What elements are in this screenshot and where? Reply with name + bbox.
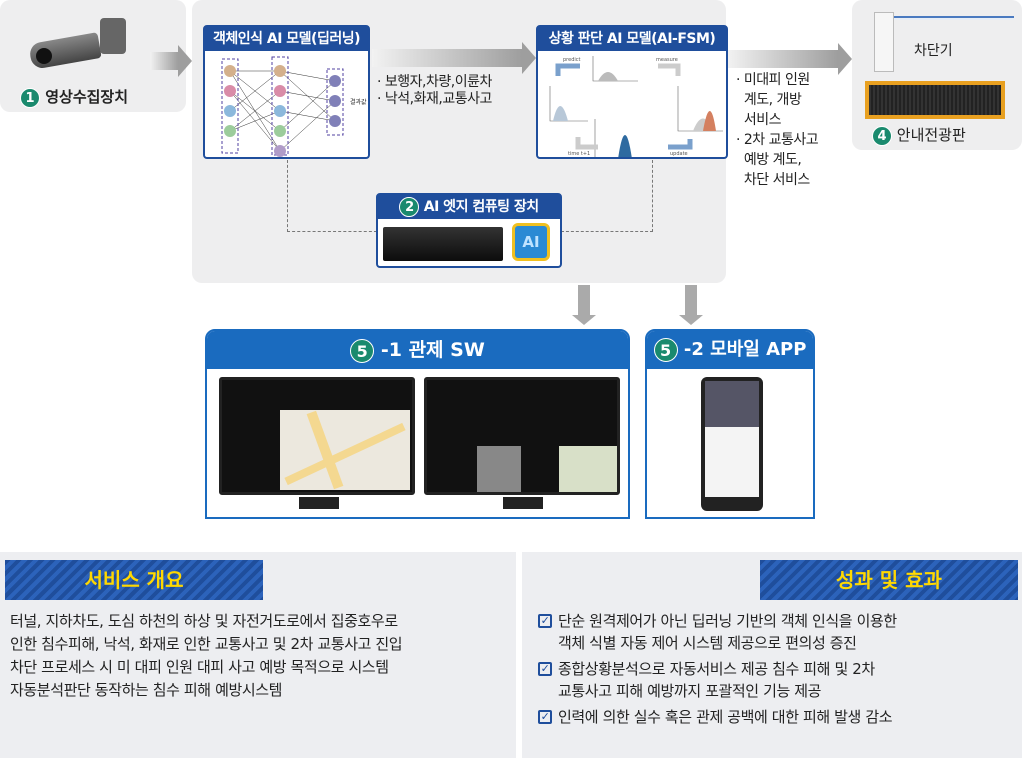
step-number: 2 (399, 197, 420, 217)
service-line: · 2차 교통사고 (736, 132, 819, 148)
led-sign-icon (865, 81, 1005, 119)
sign-label: 안내전광판 (896, 126, 966, 144)
service-line: · 미대피 인원 (736, 72, 810, 88)
fsm-diagram: predict measure update time t+1 (549, 56, 723, 160)
overview-line: 터널, 지하차도, 도심 하천의 하상 및 자전거도로에서 집중호우로 (10, 612, 398, 630)
service-line: 서비스 (736, 112, 782, 128)
fsm-label: measure (656, 57, 678, 63)
check-icon: ✓ (538, 710, 552, 724)
check-icon: ✓ (538, 662, 552, 676)
model1-title: 객체인식 AI 모델(딥러닝) (205, 27, 368, 51)
app-title: -2 모바일 APP (683, 339, 807, 360)
service-overview-panel: 서비스 개요 터널, 지하차도, 도심 하천의 하상 및 자전거도로에서 집중호… (0, 552, 516, 758)
camera-label: 영상수집장치 (45, 88, 129, 106)
step-number: 5 (350, 338, 375, 363)
fsm-label: update (670, 151, 688, 157)
effect-text: 객체 식별 자동 제어 시스템 제공으로 편의성 증진 (558, 634, 857, 652)
effect-item: ✓ 인력에 의한 실수 혹은 관제 공백에 대한 피해 발생 감소 (538, 706, 897, 728)
down-arrow (679, 285, 703, 325)
detect-item: · 낙석,화재,교통사고 (377, 91, 492, 107)
service-line: 계도, 개방 (736, 92, 802, 108)
monitor-stand (503, 497, 543, 509)
camera-icon (28, 18, 130, 70)
mobile-app-panel: 5 -2 모바일 APP (645, 329, 815, 519)
barrier-gate-icon (874, 12, 894, 72)
overview-line: 자동분석판단 동작하는 침수 피해 예방시스템 (10, 681, 283, 699)
output-label: 결과값 (350, 99, 367, 106)
monitor-stand (299, 497, 339, 509)
step-number: 5 (653, 338, 678, 362)
edge-title: AI 엣지 컴퓨팅 장치 (423, 199, 539, 215)
detect-item: · 보행자,차량,이륜차 (377, 74, 492, 90)
effect-text: 종합상황분석으로 자동서비스 제공 침수 피해 및 2차 (558, 660, 875, 678)
fsm-label: time t+1 (568, 151, 590, 157)
edge-computing-device: 2 AI 엣지 컴퓨팅 장치 AI (376, 193, 562, 268)
smartphone-icon (701, 377, 763, 511)
connector-line (561, 160, 653, 232)
monitor-dashboard-screen (424, 377, 620, 495)
edge-device-icon (383, 227, 503, 261)
service-line: 예방 계도, (736, 152, 802, 168)
overview-title: 서비스 개요 (5, 560, 263, 600)
flow-arrow (150, 45, 192, 77)
effects-title: 성과 및 효과 (760, 560, 1018, 600)
neural-network-icon (221, 56, 344, 157)
barrier-label: 차단기 (914, 43, 953, 59)
ai-chip-icon: AI (512, 223, 550, 261)
monitoring-sw-panel: 5 -1 관제 SW (205, 329, 630, 519)
monitor-map-screen (219, 377, 415, 495)
sw-title: -1 관제 SW (380, 339, 485, 361)
object-recognition-model: 객체인식 AI 모델(딥러닝) 결과값 (203, 25, 370, 159)
output-device-panel: 차단기 4 안내전광판 (852, 0, 1022, 150)
service-line: 차단 서비스 (736, 172, 810, 188)
effect-text: 단순 원격제어가 아닌 딥러닝 기반의 객체 인식을 이용한 (558, 612, 897, 630)
model2-title: 상황 판단 AI 모델(AI-FSM) (538, 27, 726, 51)
effect-text: 인력에 의한 실수 혹은 관제 공백에 대한 피해 발생 감소 (558, 708, 893, 726)
flow-arrow (728, 43, 852, 75)
step-number: 4 (872, 125, 892, 146)
fsm-label: predict (563, 57, 581, 63)
connector-line (287, 160, 377, 232)
overview-line: 차단 프로세스 시 미 대피 인원 대피 사고 예방 목적으로 시스템 (10, 658, 389, 676)
flow-arrow (372, 42, 536, 74)
effect-text: 교통사고 피해 예방까지 포괄적인 기능 제공 (558, 682, 822, 700)
down-arrow (572, 285, 596, 325)
check-icon: ✓ (538, 614, 552, 628)
overview-line: 인한 침수피해, 낙석, 화재로 인한 교통사고 및 2차 교통사고 진입 (10, 635, 403, 653)
situation-judgment-model: 상황 판단 AI 모델(AI-FSM) predict measure upda… (536, 25, 728, 160)
step-number: 1 (20, 87, 40, 108)
